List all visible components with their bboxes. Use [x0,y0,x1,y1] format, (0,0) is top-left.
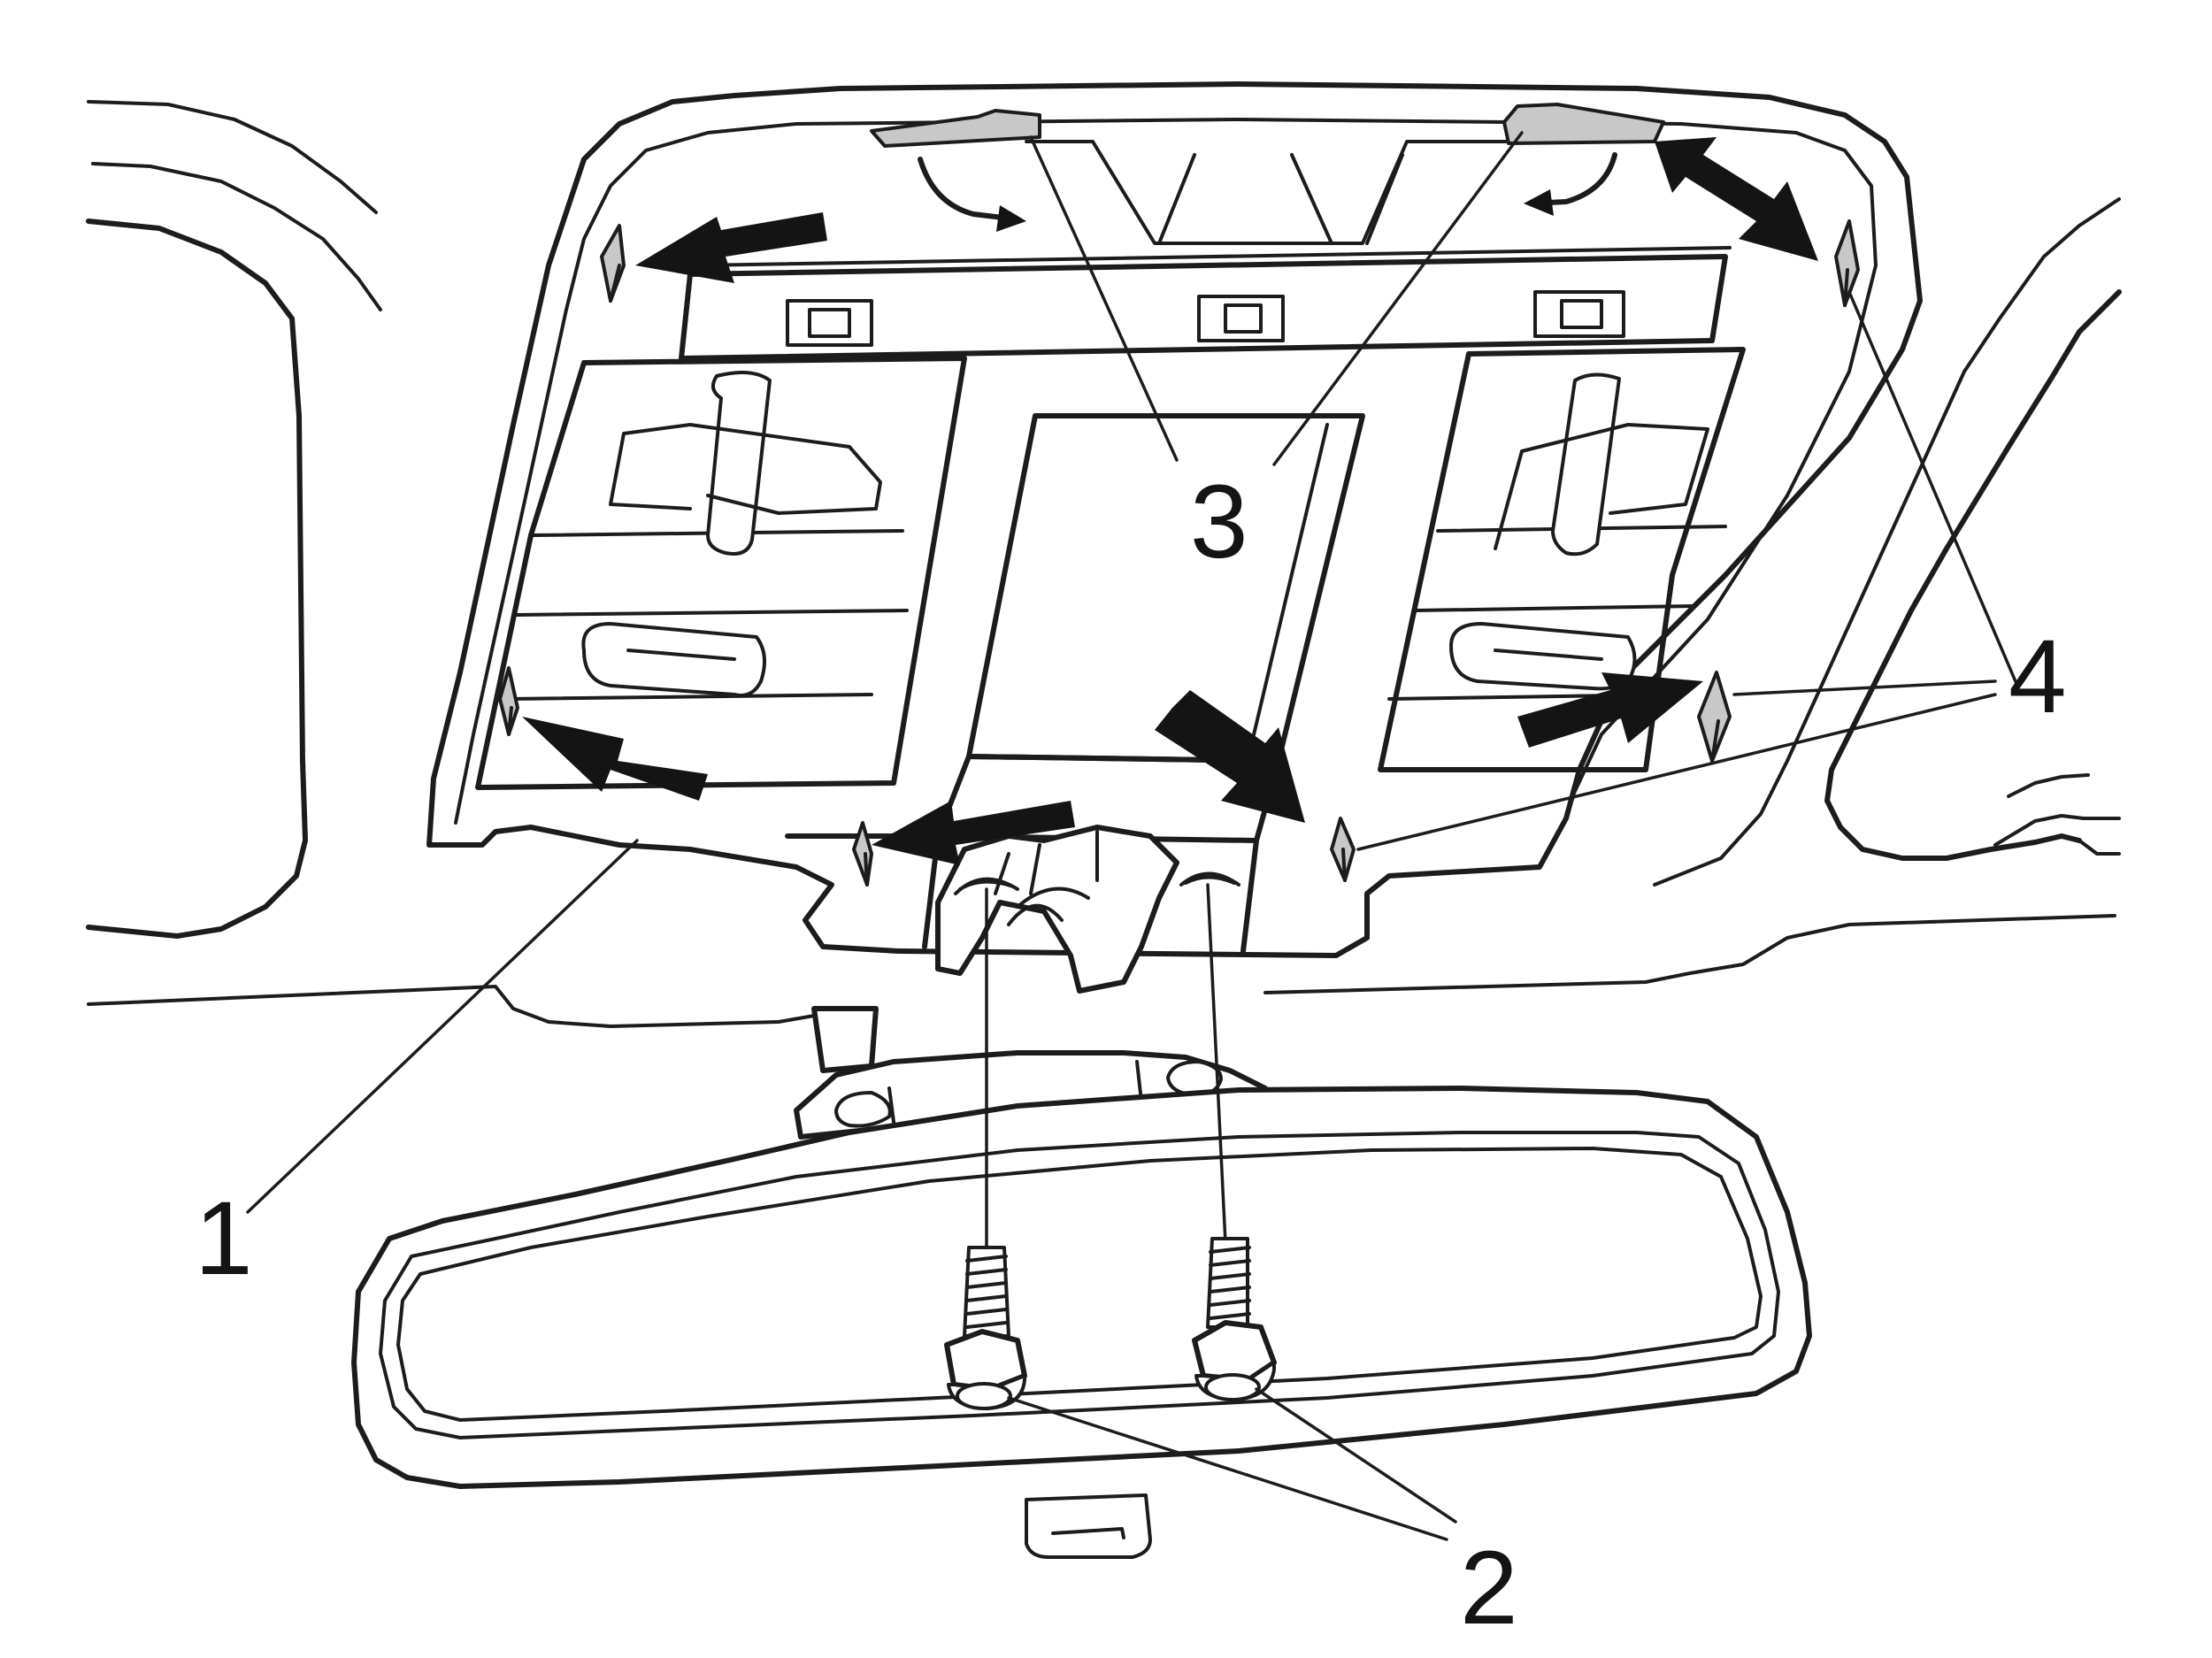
clip-slot [786,299,873,347]
clip-slot [1533,290,1625,338]
release-tab-right-lower [1697,671,1732,763]
arrow-upper-left [635,212,827,283]
direction-arrows [522,137,1818,865]
curved-arrow-left [918,157,1020,222]
leader-3a [1029,135,1179,462]
release-tab-right-upper [1834,219,1860,307]
leader-3b [1272,131,1524,466]
release-tabs [498,103,1860,887]
leader-lines [246,131,2019,1541]
leader-4b [1732,679,1997,696]
leader-4c [1356,693,1997,851]
release-tab-left-upper [600,224,626,303]
leader-4a [1847,290,2019,687]
leader-2a [1007,1396,1448,1541]
leader-2b [1255,1387,1457,1524]
callout-4: 4 [2008,618,2067,735]
retaining-pin [581,622,766,697]
interior-mirror [351,1006,1812,1559]
screw-right [1192,883,1277,1401]
leader-1 [246,839,639,1214]
retaining-pin [1494,372,1709,557]
arrow-center-right [1155,690,1305,823]
callout-2: 2 [1460,1530,1518,1646]
release-tab-top-left [870,109,1041,148]
mirror-base-housing [426,81,1923,994]
curved-arrow-right [1528,152,1617,206]
screw-left [944,887,1027,1410]
screw-bores [954,871,1240,895]
arrow-lower-left [522,717,708,801]
arrow-center-left [872,801,1075,865]
clip-slot [1197,295,1285,342]
background-contours [86,100,2122,1028]
retaining-pin [609,371,882,556]
release-tab-left-lower [498,666,519,736]
callout-1: 1 [195,1180,253,1297]
release-tab-top-right [1502,103,1665,145]
callout-3: 3 [1190,464,1248,580]
arrow-lower-right [1517,672,1703,748]
arrow-upper-right [1655,137,1818,261]
